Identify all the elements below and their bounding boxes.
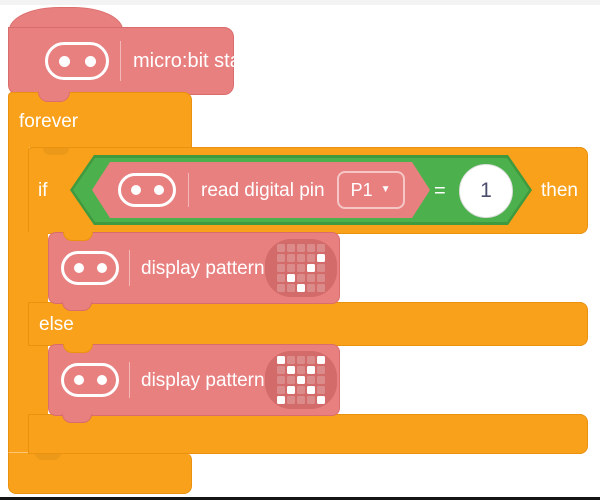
- divider: [120, 41, 121, 81]
- display-pattern-label: display pattern: [141, 369, 265, 391]
- microbit-face-icon: [118, 173, 176, 207]
- led-cell: [286, 356, 295, 364]
- divider: [129, 362, 130, 398]
- led-cell: [276, 284, 285, 292]
- led-cell: [276, 244, 285, 252]
- number-value: 1: [480, 179, 492, 202]
- led-cell: [316, 244, 325, 252]
- led-cell: [296, 254, 305, 262]
- led-cell: [316, 274, 325, 282]
- led-cell: [286, 376, 295, 384]
- led-cell: [306, 264, 315, 272]
- chevron-down-icon: ▼: [380, 184, 391, 195]
- led-cell: [296, 284, 305, 292]
- pin-dropdown[interactable]: P1 ▼: [337, 171, 405, 209]
- led-cell: [276, 386, 285, 394]
- led-cell: [276, 274, 285, 282]
- led-cell: [276, 366, 285, 374]
- led-cell: [306, 254, 315, 262]
- led-cell: [316, 396, 325, 404]
- pin-dropdown-value: P1: [350, 180, 373, 200]
- led-cell: [276, 376, 285, 384]
- led-cell: [306, 396, 315, 404]
- display-pattern-block-else[interactable]: display pattern: [48, 344, 340, 423]
- led-cell: [306, 244, 315, 252]
- led-cell: [306, 366, 315, 374]
- led-cell: [296, 376, 305, 384]
- led-cell: [296, 274, 305, 282]
- led-cell: [286, 254, 295, 262]
- led-cell: [296, 244, 305, 252]
- read-digital-pin-label: read digital pin: [201, 179, 325, 201]
- microbit-face-icon: [61, 251, 119, 285]
- led-cell: [286, 284, 295, 292]
- led-cell: [316, 386, 325, 394]
- led-cell: [316, 366, 325, 374]
- hat-label: micro:bit starts: [133, 50, 264, 72]
- led-cell: [286, 396, 295, 404]
- led-cell: [306, 386, 315, 394]
- led-cell: [296, 396, 305, 404]
- led-cell: [276, 254, 285, 262]
- led-cell: [316, 376, 325, 384]
- if-label: if: [38, 180, 48, 201]
- if-block-footer[interactable]: [28, 414, 588, 454]
- then-label: then: [541, 180, 578, 201]
- led-cell: [296, 366, 305, 374]
- led-cell: [306, 356, 315, 364]
- led-cell: [276, 356, 285, 364]
- led-cell: [316, 356, 325, 364]
- equals-operator: =: [434, 180, 446, 202]
- notch: [63, 232, 93, 241]
- led-cell: [306, 376, 315, 384]
- led-cell: [296, 386, 305, 394]
- led-cell: [316, 254, 325, 262]
- led-cell: [286, 386, 295, 394]
- led-cell: [316, 284, 325, 292]
- if-block-else-bar[interactable]: else: [28, 302, 588, 346]
- display-pattern-block-then[interactable]: display pattern: [48, 232, 340, 311]
- led-cell: [296, 356, 305, 364]
- connector-bump: [62, 414, 92, 423]
- led-cell: [306, 274, 315, 282]
- forever-block-footer[interactable]: [8, 452, 192, 494]
- hat-connector-bump: [38, 92, 70, 102]
- forever-block-spine[interactable]: [8, 147, 30, 453]
- connector-bump: [62, 302, 92, 311]
- led-cell: [286, 274, 295, 282]
- read-digital-pin-block[interactable]: read digital pin P1 ▼: [92, 162, 430, 218]
- led-grid: [276, 244, 325, 292]
- led-cell: [276, 264, 285, 272]
- led-cell: [286, 366, 295, 374]
- notch: [63, 344, 93, 353]
- led-cell: [286, 264, 295, 272]
- microbit-face-icon: [45, 42, 109, 80]
- led-grid: [276, 356, 325, 404]
- number-input[interactable]: 1: [459, 164, 513, 218]
- led-cell: [306, 284, 315, 292]
- led-pattern-preview-checkmark[interactable]: [264, 239, 337, 297]
- notch: [43, 148, 69, 155]
- microbit-face-icon: [61, 363, 119, 397]
- notch: [35, 453, 61, 460]
- divider: [129, 250, 130, 286]
- led-cell: [316, 264, 325, 272]
- led-cell: [296, 264, 305, 272]
- led-cell: [276, 396, 285, 404]
- led-cell: [286, 244, 295, 252]
- window-bottom-border: [0, 497, 600, 500]
- microbit-starts-hat-block[interactable]: micro:bit starts: [8, 27, 263, 95]
- forever-label: forever: [19, 110, 79, 132]
- forever-block[interactable]: forever: [8, 92, 192, 150]
- divider: [188, 173, 189, 207]
- top-strip: [0, 0, 600, 5]
- else-label: else: [39, 313, 74, 335]
- led-pattern-preview-cross[interactable]: [264, 351, 337, 409]
- display-pattern-label: display pattern: [141, 257, 265, 279]
